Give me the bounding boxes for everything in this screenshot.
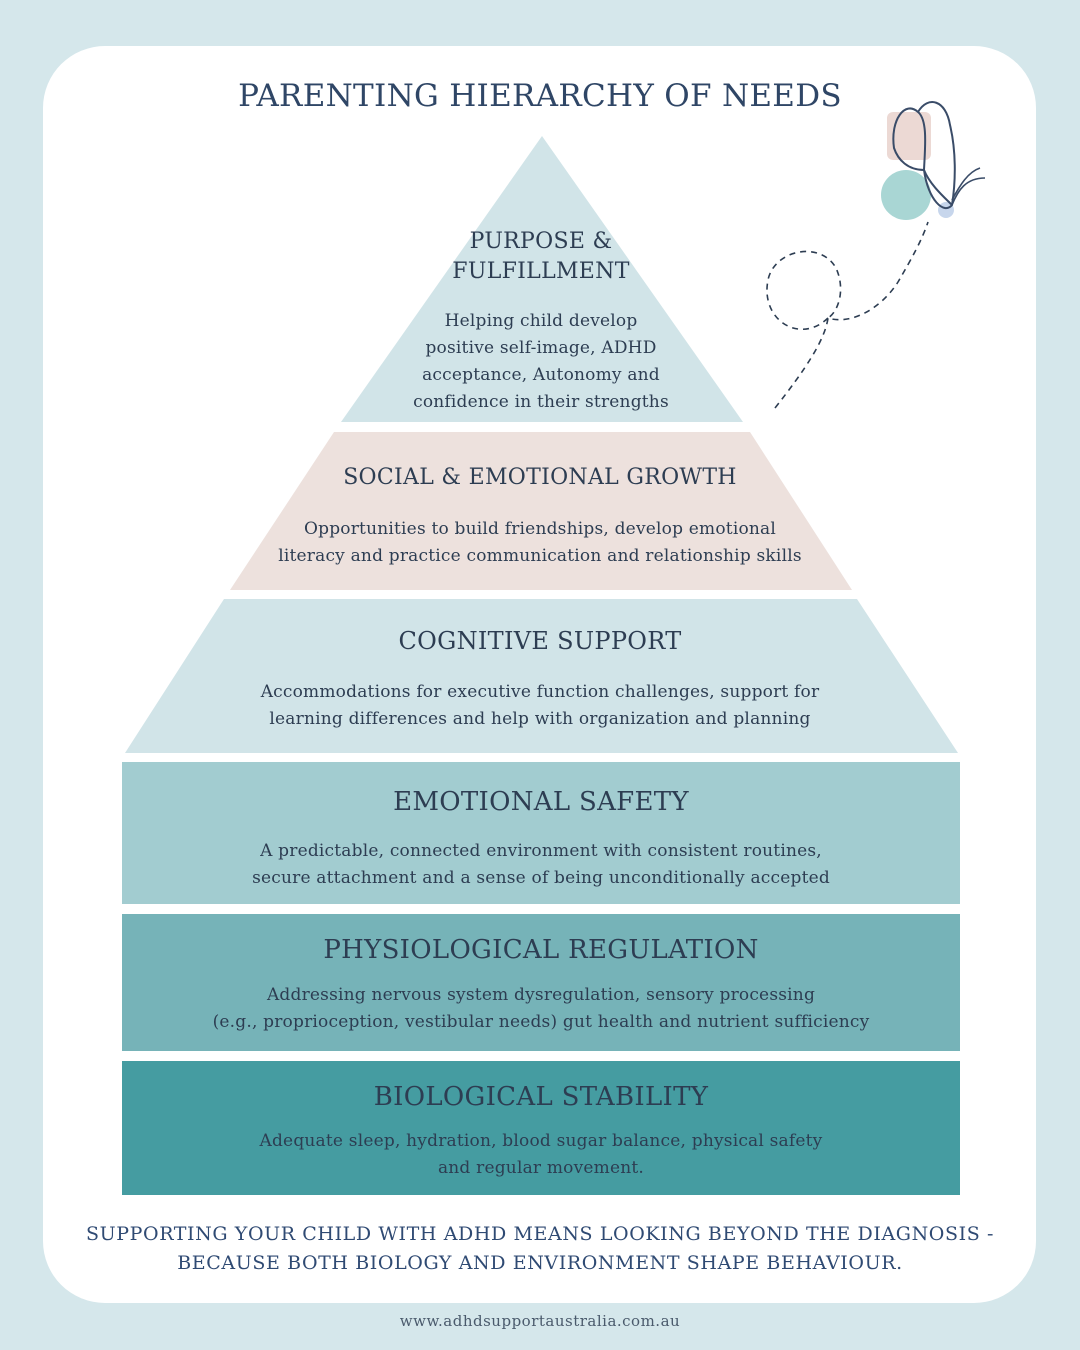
tier-physiological-description: Addressing nervous system dysregulation,… <box>122 982 960 1036</box>
tier-biological-shape <box>122 1061 960 1195</box>
tier-purpose-desc-line: acceptance, Autonomy and <box>422 365 660 385</box>
tier-social-desc-line: literacy and practice communication and … <box>278 546 802 566</box>
tier-purpose-title-line-1: PURPOSE & <box>469 229 613 254</box>
tier-cognitive-description: Accommodations for executive function ch… <box>130 679 950 733</box>
tier-cognitive: COGNITIVE SUPPORT Accommodations for exe… <box>130 626 950 733</box>
tier-physiological-desc-line: Addressing nervous system dysregulation,… <box>266 985 816 1005</box>
tier-social-shape <box>230 432 852 590</box>
tier-purpose-title-line-2: FULFILLMENT <box>452 259 630 284</box>
dashed-flight-path <box>766 221 929 409</box>
tier-social-desc-line: Opportunities to build friendships, deve… <box>303 519 777 539</box>
footer-message-line: SUPPORTING YOUR CHILD WITH ADHD MEANS LO… <box>86 1223 994 1245</box>
tier-cognitive-desc-line: learning differences and help with organ… <box>269 709 811 729</box>
tier-purpose-desc-line: positive self-image, ADHD <box>425 338 657 358</box>
tier-biological: BIOLOGICAL STABILITY Adequate sleep, hyd… <box>122 1082 960 1182</box>
tier-emotional-desc-line: secure attachment and a sense of being u… <box>252 868 830 888</box>
tier-emotional-shape <box>122 762 960 904</box>
tier-emotional-title: EMOTIONAL SAFETY <box>393 787 689 817</box>
tier-biological-desc-line: and regular movement. <box>437 1158 645 1178</box>
tier-social: SOCIAL & EMOTIONAL GROWTH Opportunities … <box>230 463 850 570</box>
tier-social-description: Opportunities to build friendships, deve… <box>230 516 850 570</box>
tier-physiological-desc-line: (e.g., proprioception, vestibular needs)… <box>212 1012 870 1032</box>
page-title: PARENTING HIERARCHY OF NEEDS <box>238 78 842 114</box>
tier-cognitive-title: COGNITIVE SUPPORT <box>398 627 682 655</box>
tier-biological-title: BIOLOGICAL STABILITY <box>373 1082 709 1112</box>
tier-biological-description: Adequate sleep, hydration, blood sugar b… <box>122 1128 960 1182</box>
footer-message: SUPPORTING YOUR CHILD WITH ADHD MEANS LO… <box>80 1220 1000 1278</box>
butterfly-icon <box>881 101 986 220</box>
tier-purpose-shape <box>341 136 743 422</box>
tier-emotional-desc-line: A predictable, connected environment wit… <box>260 841 822 861</box>
tier-purpose: PURPOSE & FULFILLMENT Helping child deve… <box>391 227 691 416</box>
tier-physiological: PHYSIOLOGICAL REGULATION Addressing nerv… <box>122 935 960 1036</box>
tier-purpose-desc-line: Helping child develop <box>444 311 638 331</box>
tier-emotional-description: A predictable, connected environment wit… <box>122 838 960 892</box>
tier-biological-desc-line: Adequate sleep, hydration, blood sugar b… <box>259 1131 823 1151</box>
tier-emotional: EMOTIONAL SAFETY A predictable, connecte… <box>122 787 960 892</box>
tier-social-title: SOCIAL & EMOTIONAL GROWTH <box>343 465 737 490</box>
tier-cognitive-desc-line: Accommodations for executive function ch… <box>260 682 820 702</box>
tier-cognitive-shape <box>125 599 958 753</box>
website-url[interactable]: www.adhdsupportaustralia.com.au <box>399 1312 681 1330</box>
footer-message-line: BECAUSE BOTH BIOLOGY AND ENVIRONMENT SHA… <box>177 1252 903 1274</box>
tier-physiological-title: PHYSIOLOGICAL REGULATION <box>323 935 759 965</box>
tier-purpose-desc-line: confidence in their strengths <box>413 392 669 412</box>
tier-purpose-title: PURPOSE & FULFILLMENT <box>391 227 691 287</box>
tier-purpose-description: Helping child develop positive self-imag… <box>391 308 691 416</box>
tier-physiological-shape <box>122 914 960 1051</box>
